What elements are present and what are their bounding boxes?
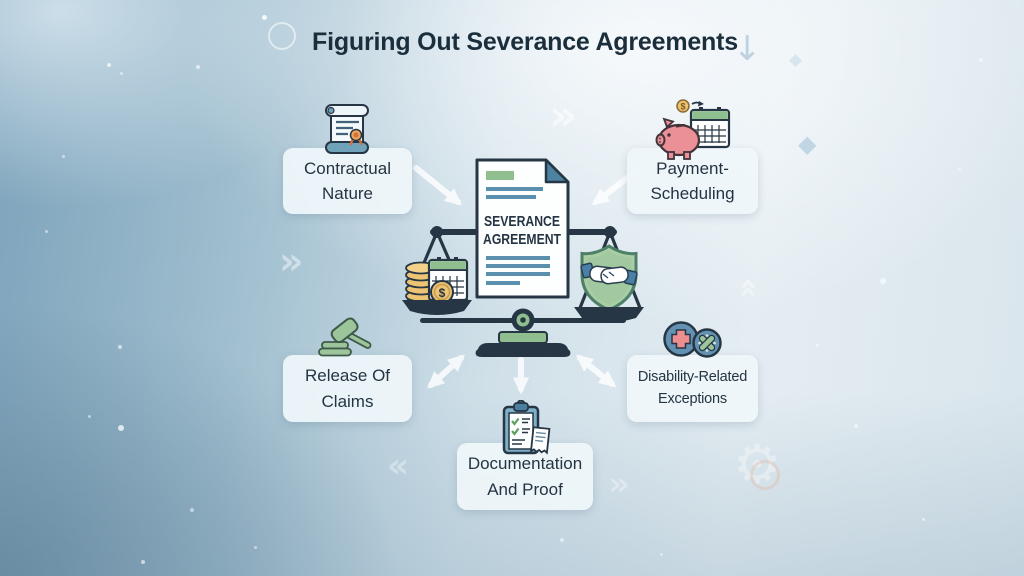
scale-base (475, 343, 571, 357)
arrow-center-disability (575, 354, 617, 388)
sparkle-dot (45, 230, 48, 233)
node-label-line: Documentation (467, 454, 583, 473)
arrow-contractual-to-center (413, 165, 463, 206)
right-scale-pan (574, 307, 644, 322)
clipboard-checklist-icon (502, 400, 551, 455)
node-label-line: Nature (321, 184, 374, 203)
sparkle-dot (118, 425, 124, 431)
node-label-line: Scheduling (650, 184, 735, 203)
receipt-icon (529, 426, 551, 455)
piggy-bank-calendar-icon: $ (655, 99, 731, 160)
sparkle-dot (854, 424, 858, 428)
circle-outline-decoration (750, 460, 780, 490)
document-title-line1: SEVERANCE (484, 213, 560, 230)
sparkle-dot (262, 15, 267, 20)
balance-scale-graphic: $ S (402, 158, 644, 357)
shield-handshake-icon (580, 244, 638, 312)
node-label-line: Disability-Related (637, 368, 748, 385)
diamond-icon: ◆ (789, 50, 803, 70)
scroll-certificate-icon (325, 104, 369, 154)
chevron-right-icon: » (279, 239, 304, 283)
medical-cross-circles-icon (663, 321, 722, 358)
node-label-line: Payment- (656, 158, 729, 178)
node-label-line: Release Of (304, 366, 391, 385)
sparkle-dot (107, 63, 111, 67)
svg-text:$: $ (439, 286, 446, 300)
sparkle-dot (88, 415, 91, 418)
sparkle-dot (196, 65, 200, 69)
arrow-center-release (426, 354, 466, 389)
circle-outline-decoration (268, 22, 296, 50)
sparkle-dot (118, 345, 122, 349)
node-release-of-claims: Release Of Claims (283, 355, 412, 422)
node-label-line: And Proof (487, 479, 563, 499)
diamond-icon: ◆ (798, 130, 817, 158)
sparkle-dot (979, 58, 983, 62)
node-label-line: Contractual (304, 158, 391, 178)
node-label-line: Exceptions (658, 390, 727, 407)
chevron-right-icon: » (608, 464, 630, 504)
chevron-left-icon: « (387, 446, 409, 486)
node-payment-scheduling: Payment- Scheduling (627, 148, 758, 214)
node-label-line: Claims (321, 391, 374, 411)
coin-insert-icon: $ (676, 99, 704, 113)
sparkle-dot (958, 168, 961, 171)
page-title: Figuring Out Severance Agreements (312, 28, 738, 56)
down-arrow-icon: ↓ (733, 29, 762, 69)
sparkle-dot (141, 560, 145, 564)
document-title-line2: AGREEMENT (483, 231, 561, 248)
sparkle-dot (816, 344, 819, 347)
sparkle-dot (880, 278, 886, 284)
piggy-bank-icon (655, 117, 701, 160)
svg-text:$: $ (680, 102, 685, 112)
gavel-icon (318, 317, 372, 357)
node-contractual-nature: Contractual Nature (283, 148, 412, 214)
sparkle-dot (190, 508, 194, 512)
sparkle-dot (254, 546, 257, 549)
node-disability-related-exceptions: Disability-Related Exceptions (627, 355, 758, 422)
scale-stand-block (498, 331, 548, 344)
left-scale-pan (402, 300, 472, 315)
calendar-icon (689, 107, 731, 149)
sparkle-dot (560, 538, 564, 542)
dollar-coin-icon: $ (430, 280, 454, 304)
sparkle-dot (660, 553, 663, 556)
sparkle-dot (922, 518, 925, 521)
sparkle-dot (120, 72, 123, 75)
chevron-right-icon: » (549, 90, 578, 141)
severance-agreement-document: SEVERANCE AGREEMENT (475, 158, 570, 299)
sparkle-dot (62, 155, 65, 158)
